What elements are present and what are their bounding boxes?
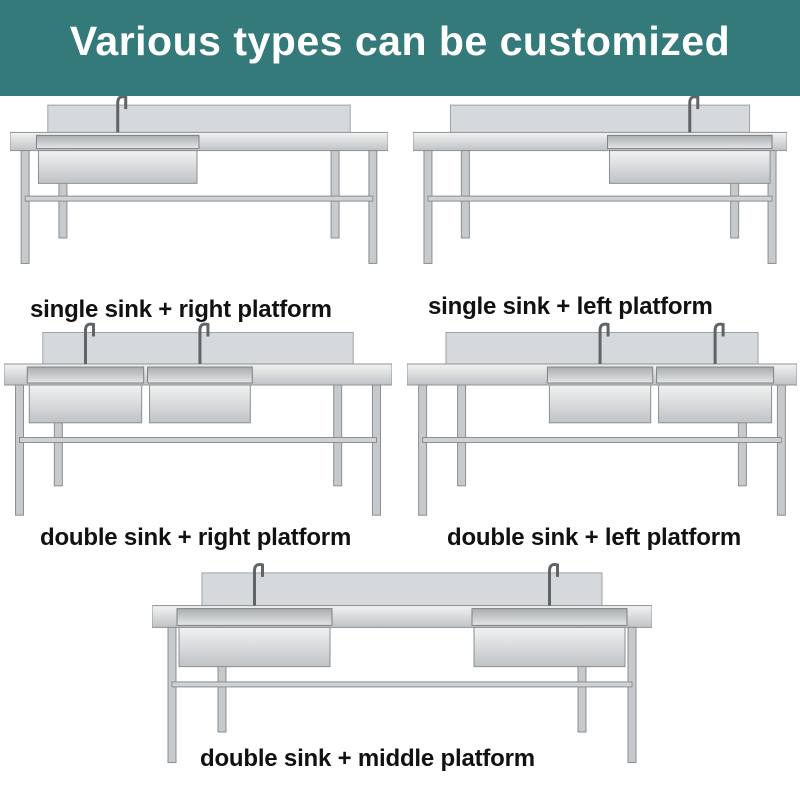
leg	[776, 384, 786, 516]
product-label: single sink + right platform	[30, 296, 332, 323]
header-banner: Various types can be customized	[0, 0, 800, 96]
basin-body	[473, 626, 626, 668]
faucet-icon	[548, 563, 559, 606]
backsplash	[47, 104, 351, 133]
leg	[423, 150, 433, 264]
backsplash	[42, 332, 354, 365]
leg	[418, 384, 428, 516]
page-title: Various types can be customized	[69, 18, 731, 64]
leg	[767, 150, 777, 264]
basin-body	[149, 384, 251, 424]
crossbar	[427, 195, 773, 202]
basin-body	[658, 384, 773, 424]
leg	[371, 384, 381, 516]
leg	[457, 384, 467, 487]
faucet-icon	[198, 322, 210, 364]
sink-double-right-platform-image	[4, 322, 392, 516]
basin-body	[548, 384, 652, 424]
faucet-icon	[253, 563, 264, 606]
faucet-icon	[713, 322, 725, 364]
crossbar	[24, 195, 374, 202]
crossbar	[171, 681, 633, 688]
leg	[627, 626, 637, 764]
sink-single-left-platform-image	[413, 96, 787, 264]
sink-single-right-platform-image	[10, 96, 388, 264]
product-label: single sink + left platform	[428, 293, 713, 320]
product-label: double sink + middle platform	[200, 745, 535, 772]
sink-double-left-platform-image	[407, 322, 797, 516]
faucet-icon	[83, 322, 95, 364]
basin-opening	[176, 608, 333, 626]
product-label: double sink + right platform	[40, 524, 352, 551]
basin-body	[37, 150, 198, 184]
leg	[333, 384, 343, 487]
faucet-icon	[116, 96, 128, 133]
basin-opening	[656, 366, 775, 384]
leg	[368, 150, 378, 264]
basin-body	[178, 626, 331, 668]
leg	[20, 150, 30, 264]
faucet-icon	[598, 322, 610, 364]
basin-body	[28, 384, 143, 424]
leg	[460, 150, 470, 239]
leg	[330, 150, 340, 239]
basin-opening	[147, 366, 253, 384]
basin-opening	[26, 366, 145, 384]
basin-opening	[471, 608, 628, 626]
faucet-icon	[688, 96, 700, 133]
backsplash	[449, 104, 751, 133]
crossbar	[422, 437, 782, 443]
backsplash	[445, 332, 759, 365]
basin-opening	[606, 134, 773, 150]
backsplash	[201, 572, 603, 607]
product-label: double sink + left platform	[447, 524, 741, 551]
crossbar	[19, 437, 377, 443]
leg	[15, 384, 25, 516]
basin-opening	[546, 366, 654, 384]
basin-body	[608, 150, 771, 184]
leg	[167, 626, 177, 764]
sink-double-middle-platform-image	[152, 563, 652, 764]
basin-opening	[35, 134, 200, 150]
